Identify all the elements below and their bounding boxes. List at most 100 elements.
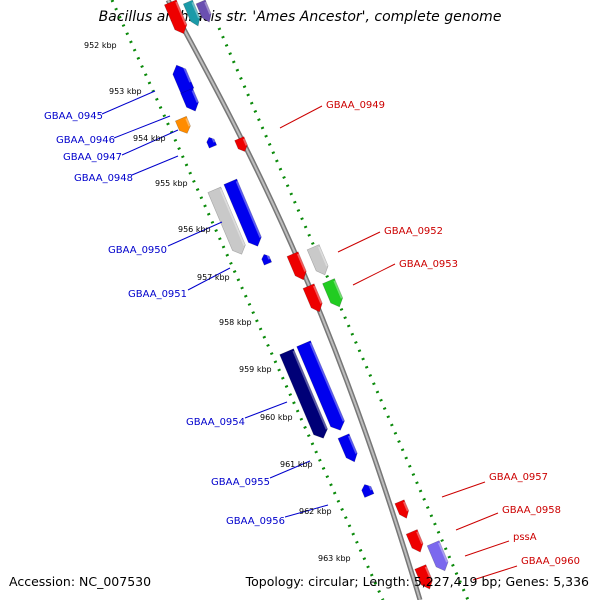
gene-label-forward: pssA — [513, 532, 537, 543]
gene-label-forward: GBAA_0953 — [399, 259, 458, 270]
tick-label: 959 kbp — [239, 365, 272, 374]
tick-label: 960 kbp — [260, 413, 293, 422]
gene-top-a-arrow — [163, 0, 188, 35]
gene-0950a — [207, 186, 246, 255]
leader-line — [352, 263, 396, 286]
leader-line — [464, 540, 510, 557]
gene-0952-shine — [296, 253, 307, 272]
gene-0957-shine — [403, 501, 409, 512]
gene-0951 — [261, 254, 273, 266]
leader-line — [472, 565, 518, 581]
map-title: Bacillus anthracis str. 'Ames Ancestor',… — [98, 9, 502, 25]
gene-0946-shine — [191, 90, 199, 103]
gene-0952b-shine — [318, 246, 329, 267]
leader-line — [113, 115, 171, 139]
gene-0951-shine — [266, 254, 271, 260]
leader-line — [167, 221, 223, 247]
gene-0950-arrow — [223, 178, 262, 247]
tick-label: 961 kbp — [280, 460, 313, 469]
track-lines — [110, 0, 470, 600]
gene-top-c-arrow — [195, 0, 212, 23]
gene-0955-arrow — [337, 433, 358, 463]
gene-label-forward: GBAA_0957 — [489, 472, 548, 483]
accession-label: Accession: NC_007530 — [9, 574, 152, 589]
gene-0953a — [302, 283, 323, 313]
backbone — [165, 0, 423, 600]
gene-top-b — [182, 0, 201, 27]
gene-0950a-shine — [219, 188, 246, 246]
gene-0953a-shine — [312, 285, 323, 304]
gene-label-forward: GBAA_0960 — [521, 556, 580, 567]
gene-0956 — [361, 484, 375, 498]
gene-0956-shine — [368, 484, 373, 491]
gene-label-reverse: GBAA_0946 — [56, 135, 115, 146]
leader-line — [455, 512, 499, 531]
backbone-highlight — [167, 0, 421, 600]
gene-label-reverse: GBAA_0948 — [74, 173, 133, 184]
gene-0960-shine — [424, 566, 433, 582]
tick-label: 956 kbp — [178, 225, 211, 234]
track-line-outer-left — [110, 0, 385, 600]
leader-line — [284, 504, 329, 518]
gene-0946 — [180, 87, 199, 112]
gene-0948-arrow — [206, 137, 218, 149]
leader-line — [121, 129, 179, 156]
gene-label-reverse: GBAA_0955 — [211, 477, 270, 488]
leader-line — [269, 460, 311, 479]
gene-label-forward: GBAA_0958 — [502, 505, 561, 516]
gene-0956-arrow — [361, 484, 375, 498]
tick-label: 963 kbp — [318, 554, 351, 563]
gene-label-reverse: GBAA_0947 — [63, 152, 122, 163]
gene-top-c — [195, 0, 212, 23]
gene-0960 — [414, 564, 433, 590]
gene-0948 — [206, 137, 218, 149]
gene-0949 — [234, 136, 248, 152]
track-line-outer-right — [217, 27, 470, 600]
gene-label-reverse: GBAA_0950 — [108, 245, 167, 256]
topology-label: Topology: circular; Length: 5,227,419 bp… — [245, 574, 589, 589]
backbone-line — [165, 0, 423, 600]
gene-label-forward: GBAA_0949 — [326, 100, 385, 111]
tick-label: 952 kbp — [84, 41, 117, 50]
gene-label-reverse: GBAA_0945 — [44, 111, 103, 122]
leader-line — [441, 481, 486, 498]
gene-features — [163, 0, 449, 590]
gene-label-reverse: GBAA_0951 — [128, 289, 187, 300]
leader-line — [244, 401, 288, 419]
gene-0958 — [405, 529, 424, 553]
gene-0949-arrow — [234, 136, 248, 152]
gene-0954b-shine — [309, 342, 345, 422]
tick-label: 958 kbp — [219, 318, 252, 327]
gene-0954 — [279, 348, 328, 439]
gene-0952 — [286, 251, 307, 281]
gene-0950a-arrow — [207, 186, 246, 255]
gene-0952b — [306, 244, 329, 276]
leader-line — [131, 155, 179, 176]
gene-0958-arrow — [405, 529, 424, 553]
gene-pssA-arrow — [426, 540, 449, 572]
gene-0952-arrow — [286, 251, 307, 281]
gene-label-forward: GBAA_0952 — [384, 226, 443, 237]
gene-0954-shine — [292, 350, 328, 430]
gene-0954b-arrow — [296, 340, 345, 431]
gene-0957-arrow — [394, 499, 409, 519]
gene-0947-shine — [185, 118, 191, 127]
gene-0950-shine — [235, 180, 262, 238]
tick-label: 962 kbp — [299, 507, 332, 516]
tick-label: 954 kbp — [133, 134, 166, 143]
leader-line — [187, 267, 231, 291]
gene-top-c-shine — [204, 1, 212, 15]
tick-label: 955 kbp — [155, 179, 188, 188]
gene-0950 — [223, 178, 262, 247]
gene-pssA-shine — [438, 542, 449, 563]
gene-0957 — [394, 499, 409, 519]
gene-0948-shine — [211, 137, 216, 143]
leader-line — [101, 90, 156, 115]
leader-line — [337, 231, 381, 253]
tick-label: 953 kbp — [109, 87, 142, 96]
gene-top-b-arrow — [182, 0, 201, 27]
gene-0945-arrow — [172, 64, 195, 95]
gene-0952b-arrow — [306, 244, 329, 276]
